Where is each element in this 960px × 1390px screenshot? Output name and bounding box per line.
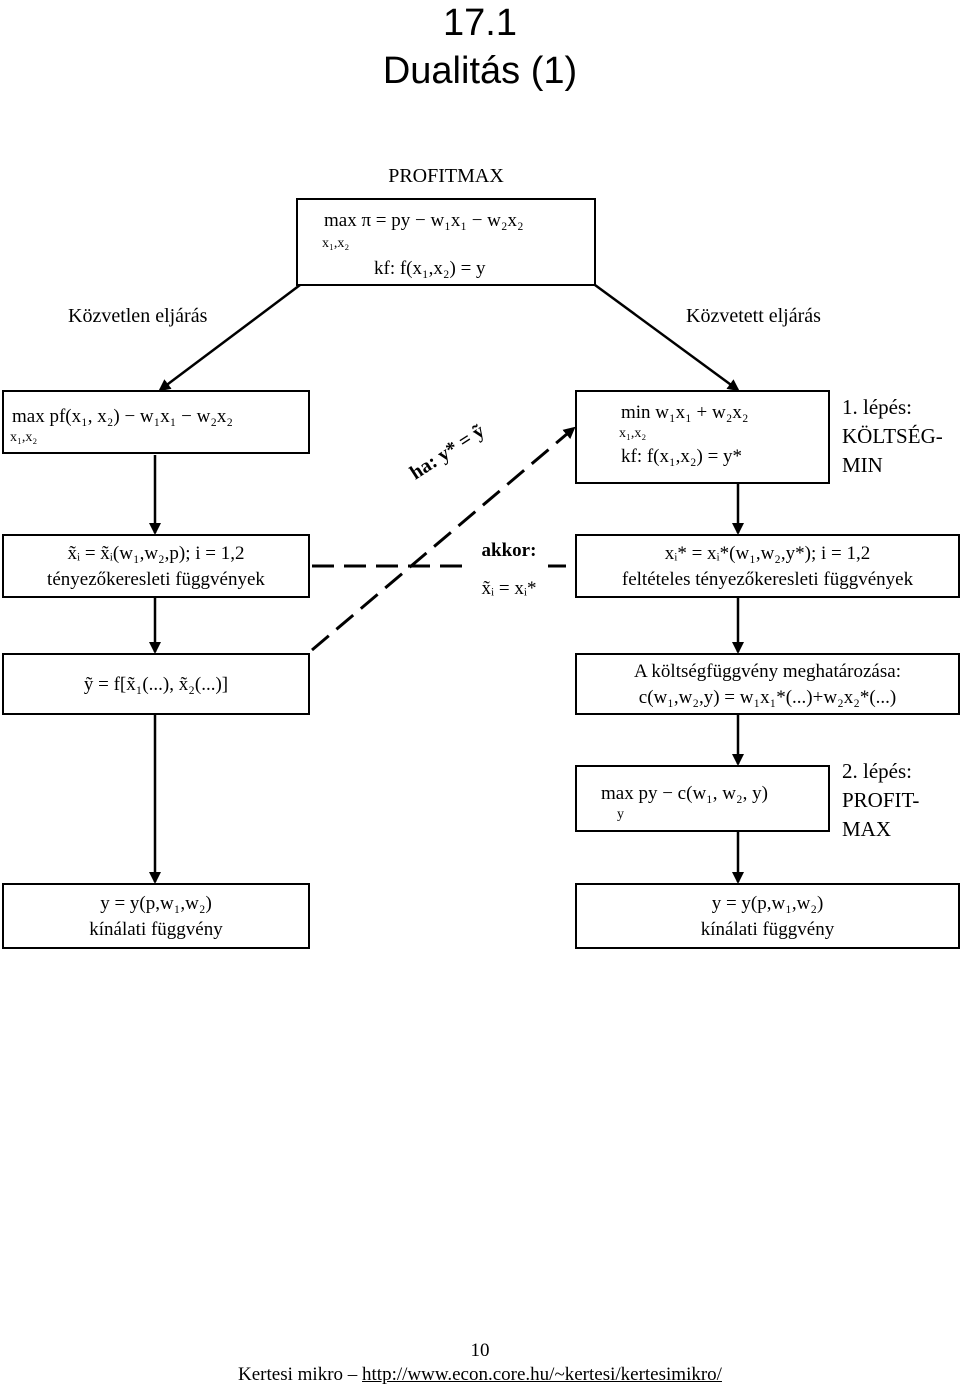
left-supply-equation: y = y(p,w₁,w₂) (100, 893, 212, 914)
right-supply-equation: y = y(p,w₁,w₂) (711, 893, 824, 914)
right-profit-max-objective: max py − c(w₁, w₂, y) (601, 783, 768, 804)
step2-line1: 2. lépés: (842, 759, 912, 783)
left-supply-caption: kínálati függvény (89, 919, 223, 940)
right-cost-function-heading: A költségfüggvény meghatározása: (634, 661, 901, 682)
right-supply-caption: kínálati függvény (700, 919, 835, 940)
step1-line1: 1. lépés: (842, 395, 912, 419)
step2-line3: MAX (842, 817, 892, 841)
right-conditional-demand-caption: feltételes tényezőkeresleti függvények (621, 569, 914, 590)
left-profit-max-sub: x₁,x₂ (10, 430, 38, 445)
right-supply-box: y = y(p,w₁,w₂) kínálati függvény (575, 883, 960, 949)
direct-method-label: Közvetlen eljárás (68, 305, 208, 327)
right-conditional-demand-box: xᵢ* = xᵢ*(w₁,w₂,y*); i = 1,2 feltételes … (575, 534, 960, 598)
step1-label: 1. lépés: KÖLTSÉG- MIN (842, 393, 943, 480)
profitmax-box: max π = py − w₁x₁ − w₂x₂ x₁,x₂ kf: f(x₁,… (296, 198, 596, 286)
page-title: Dualitás (1) (382, 50, 578, 92)
profitmax-objective: max π = py − w₁x₁ − w₂x₂ (324, 210, 524, 231)
left-profit-max-box: max pf(x₁, x₂) − w₁x₁ − w₂x₂ x₁,x₂ (2, 390, 310, 454)
arrow-top-to-right (594, 283, 740, 392)
step2-line2: PROFIT- (842, 788, 920, 812)
profitmax-objective-sub: x₁,x₂ (322, 236, 350, 251)
footer-author: Kertesi mikro – (238, 1364, 358, 1385)
right-cost-min-box: min w₁x₁ + w₂x₂ x₁,x₂ kf: f(x₁,x₂) = y* (575, 390, 830, 484)
left-supply-box: y = y(p,w₁,w₂) kínálati függvény (2, 883, 310, 949)
section-number: 17.1 (443, 2, 517, 44)
step1-line2: KÖLTSÉG- (842, 424, 943, 448)
footer-credit: Kertesi mikro – http://www.econ.core.hu/… (0, 1364, 960, 1386)
then-equation: x̃ᵢ = xᵢ* (481, 578, 537, 599)
right-cost-function-box: A költségfüggvény meghatározása: c(w₁,w₂… (575, 653, 960, 715)
right-cost-min-objective: min w₁x₁ + w₂x₂ (621, 402, 749, 423)
step1-line3: MIN (842, 453, 883, 477)
profitmax-constraint: kf: f(x₁,x₂) = y (374, 258, 486, 279)
right-profit-max-sub: y (617, 807, 624, 822)
right-cost-min-sub: x₁,x₂ (619, 426, 647, 441)
left-factor-demand-equation: x̃ᵢ = x̃ᵢ(w₁,w₂,p); i = 1,2 (67, 543, 245, 564)
right-cost-function-equation: c(w₁,w₂,y) = w₁x₁*(...)+w₂x₂*(...) (638, 687, 897, 708)
profitmax-label: PROFITMAX (388, 165, 504, 187)
left-output-equation: ỹ = f[x̃₁(...), x̃₂(...)] (83, 674, 229, 695)
page-number: 10 (470, 1340, 490, 1361)
right-cost-min-constraint: kf: f(x₁,x₂) = y* (621, 446, 743, 467)
left-factor-demand-caption: tényezőkeresleti függvények (47, 569, 265, 590)
left-profit-max-objective: max pf(x₁, x₂) − w₁x₁ − w₂x₂ (12, 406, 234, 427)
right-conditional-demand-equation: xᵢ* = xᵢ*(w₁,w₂,y*); i = 1,2 (664, 543, 871, 564)
then-label: akkor: (481, 540, 537, 561)
footer-link[interactable]: http://www.econ.core.hu/~kertesi/kertesi… (362, 1364, 722, 1385)
step2-label: 2. lépés: PROFIT- MAX (842, 757, 919, 844)
left-factor-demand-box: x̃ᵢ = x̃ᵢ(w₁,w₂,p); i = 1,2 tényezőkeres… (2, 534, 310, 598)
right-profit-max-box: max py − c(w₁, w₂, y) y (575, 765, 830, 832)
arrow-top-to-left (158, 284, 301, 392)
indirect-method-label: Közvetett eljárás (686, 305, 821, 327)
left-output-box: ỹ = f[x̃₁(...), x̃₂(...)] (2, 653, 310, 715)
dashed-diagonal-link (311, 426, 576, 652)
